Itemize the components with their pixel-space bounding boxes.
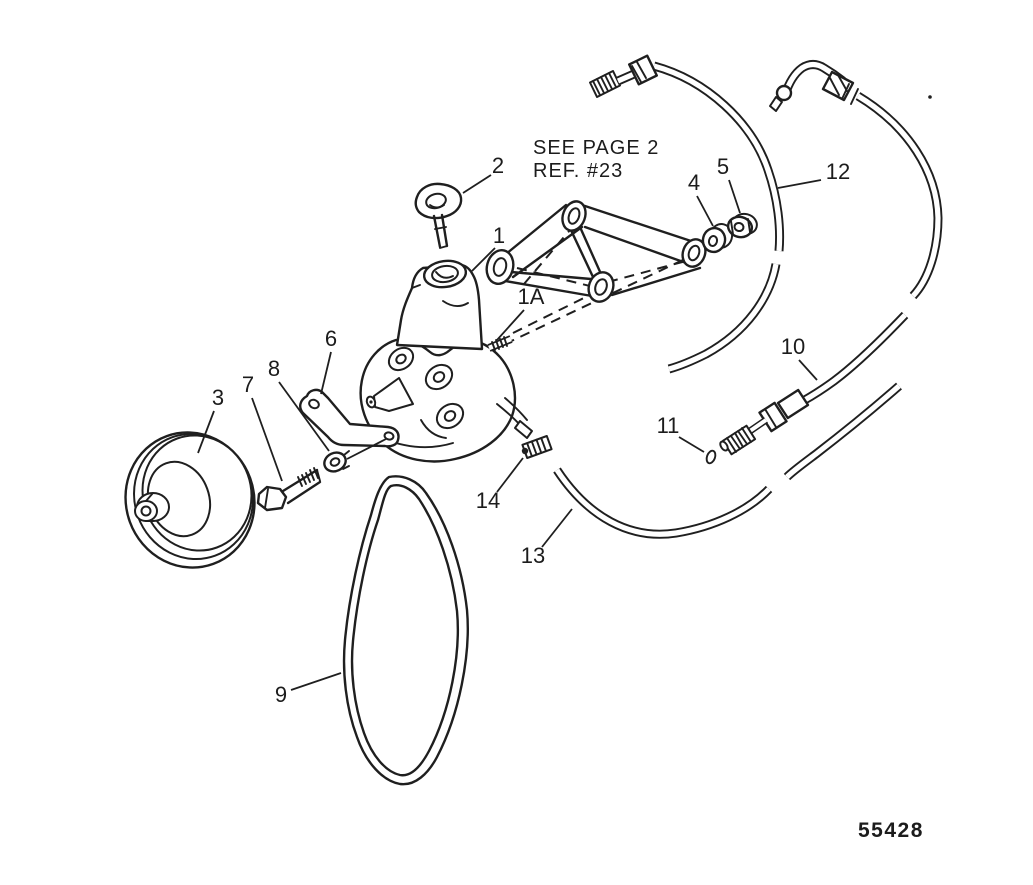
cap-dipstick [432,214,442,249]
callout-1-label: 1 [493,223,505,248]
fitting-part14 [521,435,553,459]
callout-6-leader [320,351,332,395]
callouts-layer: 1 1A 2 3 45 6 78 9 10 11 12 13 14 [197,153,850,707]
callout-5-label: 5 [717,154,729,179]
pressure-hose-part12 [652,61,785,374]
callout-13-label: 13 [521,543,545,568]
callout-9-label: 9 [275,682,287,707]
nut-part5 [726,212,758,239]
callout-10-label: 10 [781,334,805,359]
hose-fitting-top-left [589,54,658,98]
callout-14-label: 14 [476,488,500,513]
bolt-part7 [256,467,322,512]
callout-2-label: 2 [492,153,504,178]
callout-12-label: 12 [826,159,850,184]
lock-washer-part8 [323,438,387,473]
filler-cap-part2 [414,182,463,249]
note-line-1: SEE PAGE 2 [533,137,659,159]
pulley-part3 [124,431,256,569]
callout-14-leader [496,457,524,493]
callout-10-leader [798,359,818,381]
o-ring-part11 [705,449,717,465]
callout-1A-label: 1A [518,284,545,309]
pump-shaft-cone [373,377,414,412]
hose-part10 [719,311,909,456]
stud-part1a [487,335,513,352]
mounting-bracket [485,200,707,303]
callout-9-leader [290,672,342,691]
callout-7-leader [251,397,283,482]
callout-3-leader [197,410,215,454]
washer-part4 [701,223,734,254]
callout-1A-leader [496,309,525,341]
callout-11-leader [678,436,705,453]
callout-2-leader [462,174,492,194]
hose-part13 [553,467,773,539]
print-speck [928,95,932,99]
callout-5-leader [728,179,741,214]
callout-7-label: 7 [242,372,254,397]
hose-segment-lower-right [783,382,902,481]
callout-3-label: 3 [212,385,224,410]
drawing-number: 55428 [858,819,924,842]
callout-4-label: 4 [688,170,700,195]
belt-part9 [342,475,469,786]
note-line-2: REF. #23 [533,160,623,182]
callout-11-label: 11 [657,413,680,438]
callout-12-leader [777,179,822,189]
callout-4-leader [696,195,714,227]
reservoir [395,259,484,351]
pump-body [359,338,533,463]
callout-8-label: 8 [268,356,280,381]
callout-6-label: 6 [325,326,337,351]
callout-1-leader [471,247,496,272]
callout-8-leader [278,381,330,452]
return-hose-top-right [769,60,943,300]
alignment-dashed-lines [504,229,687,345]
callout-13-leader [541,508,573,548]
